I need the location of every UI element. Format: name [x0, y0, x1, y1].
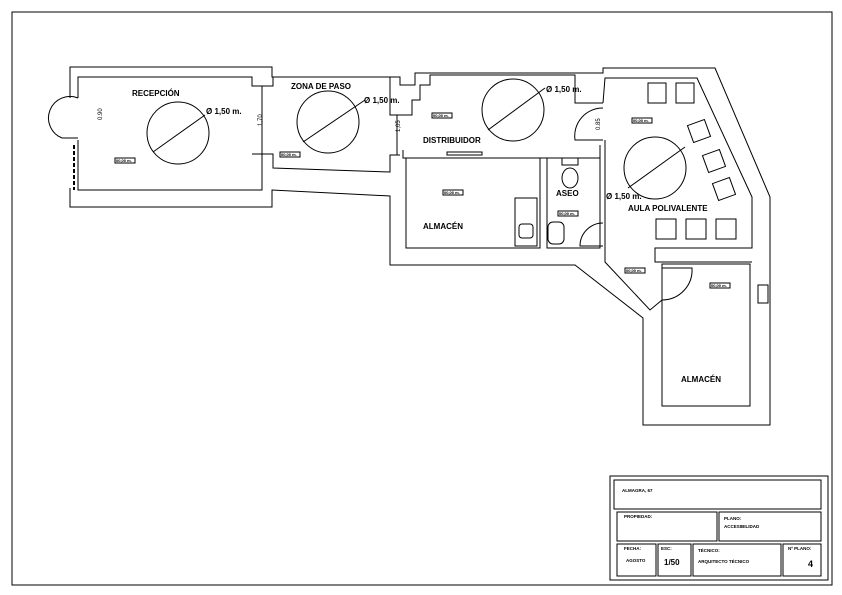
tb-num-label: Nº PLANO: — [788, 546, 812, 551]
dim-door-recepcion: 0.90 — [98, 108, 104, 120]
door-aseo[interactable] — [579, 222, 604, 247]
wall-zona-paso — [262, 76, 400, 116]
door-aula[interactable] — [574, 107, 604, 141]
tb-fecha-label: FECHA: — [624, 546, 641, 551]
turning-circle-distribuidor — [481, 78, 546, 142]
toilet-tank — [561, 157, 579, 166]
handrail — [446, 151, 483, 156]
circle-label: Ø 1,50 m. — [364, 96, 400, 105]
room-almacen-1 — [405, 157, 541, 249]
sink-unit — [514, 197, 538, 247]
wall-aula-left — [604, 140, 663, 311]
outer-wall — [69, 66, 771, 426]
tb-tecnico-value: ARQUITECTO TÉCNICO — [698, 557, 750, 564]
wall-recepcion — [77, 76, 262, 98]
tb-plano-label: PLANO: — [724, 516, 742, 521]
label-distribuidor: DISTRIBUIDOR — [423, 136, 481, 145]
circle-label: Ø 1,50 m. — [606, 192, 642, 201]
label-aula: AULA POLIVALENTE — [628, 204, 708, 213]
tb-tecnico-label: TÉCNICO: — [698, 546, 720, 553]
tb-escala-value: 1/50 — [664, 558, 680, 567]
sheet-border — [11, 11, 833, 586]
title-block: ALMAGRA, 67 PROPIEDAD: PLANO: ACCESIBILI… — [609, 475, 829, 581]
wall-recepcion-bottom — [77, 140, 263, 191]
chairs — [647, 82, 737, 240]
turning-circle-zona-paso — [296, 90, 366, 154]
area-tags: 00,00 m. 00,00 m. 00,00 m. 00,00 m. 00,0… — [114, 112, 731, 289]
wall-zona-paso-bottom — [262, 153, 400, 173]
circle-label: Ø 1,50 m. — [546, 85, 582, 94]
label-zona-paso: ZONA DE PASO — [291, 82, 351, 91]
door-recepcion[interactable] — [47, 95, 79, 139]
dim-door-aula: 0.85 — [596, 118, 602, 130]
svg-text:00,00 m.: 00,00 m. — [444, 190, 460, 195]
toilet-icon — [561, 167, 579, 189]
tb-plano-value: ACCESIBILIDAD — [724, 524, 760, 529]
wall-aula — [602, 77, 753, 263]
wall-distribuidor — [400, 74, 603, 116]
wall-distribuidor-bottom — [402, 145, 601, 159]
svg-text:00,00 m.: 00,00 m. — [281, 152, 297, 157]
dim-distribuidor: 1,05 — [396, 120, 402, 132]
room-aseo — [546, 157, 601, 249]
svg-text:00,00 m.: 00,00 m. — [711, 283, 727, 288]
room-almacen-2 — [661, 263, 751, 407]
svg-text:00,00 m.: 00,00 m. — [116, 158, 132, 163]
window-almacen-2 — [757, 284, 769, 304]
turning-circle-recepcion — [146, 101, 210, 165]
tb-propiedad-label: PROPIEDAD: — [624, 514, 653, 519]
svg-text:00,00 m.: 00,00 m. — [559, 211, 575, 216]
label-aseo: ASEO — [556, 189, 579, 198]
door-almacen-2[interactable] — [661, 267, 693, 301]
circle-label: Ø 1,50 m. — [206, 107, 242, 116]
turning-circle-aula — [623, 136, 687, 200]
tb-num-value: 4 — [808, 559, 813, 569]
svg-text:00,00 m.: 00,00 m. — [633, 118, 649, 123]
svg-text:00,00 m.: 00,00 m. — [626, 268, 642, 273]
label-almacen-2: ALMACÉN — [681, 375, 721, 384]
sink-icon — [518, 223, 534, 239]
tb-address: ALMAGRA, 67 — [622, 488, 653, 493]
dim-pass-width: 1,70 — [258, 114, 264, 126]
svg-text:00,00 m.: 00,00 m. — [433, 113, 449, 118]
label-almacen-1: ALMACÉN — [423, 222, 463, 231]
tb-fecha-value: AGOSTO — [626, 558, 646, 563]
tb-escala-label: ESC: — [661, 546, 672, 551]
label-recepcion: RECEPCIÓN — [132, 89, 180, 98]
washbasin-icon — [547, 221, 565, 245]
